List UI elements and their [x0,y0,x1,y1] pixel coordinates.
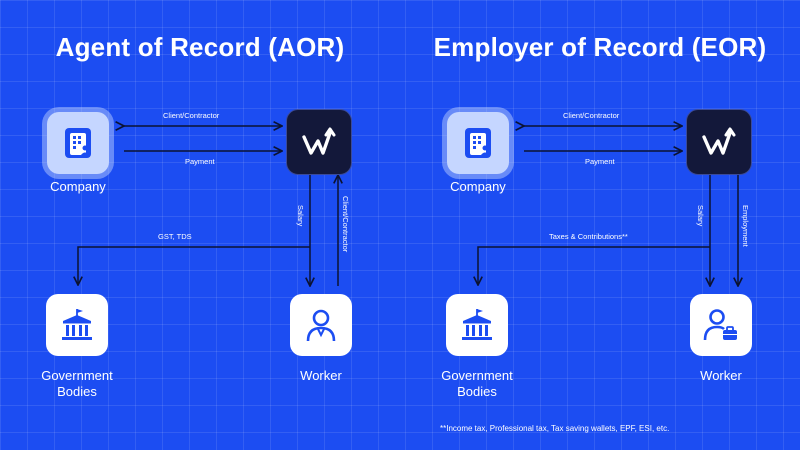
aor-worker-node [290,294,352,356]
brand-logo-icon [302,127,336,155]
government-building-icon [62,309,92,340]
eor-label-taxes: Taxes & Contributions** [549,232,628,241]
eor-panel: Employer of Record (EOR) [400,0,800,450]
eor-company-node [447,112,509,174]
eor-title: Employer of Record (EOR) [433,32,767,62]
aor-connectors [0,0,400,450]
aor-worker-label: Worker [300,368,342,383]
aor-panel: Agent of Record (AOR) [0,0,400,450]
aor-government-label: Government Bodies [41,368,113,399]
aor-label-salary: Salary [296,205,305,227]
aor-label-client-contractor-vertical: Client/Contractor [341,196,350,253]
aor-government-node [46,294,108,356]
eor-worker-node [690,294,752,356]
eor-company-label: Company [450,179,506,194]
eor-arrow-taxes [478,246,710,285]
eor-label-salary: Salary [696,205,705,227]
aor-company-node [47,112,109,174]
aor-title: Agent of Record (AOR) [55,32,345,62]
eor-connectors [400,0,800,450]
aor-label-client-contractor: Client/Contractor [163,111,220,120]
eor-worker-label: Worker [700,368,742,383]
brand-logo-icon [702,127,736,155]
government-building-icon [462,309,492,340]
building-icon [65,128,91,158]
aor-brand-node [286,109,352,175]
worker-icon [306,309,336,342]
eor-government-node [446,294,508,356]
aor-label-gst-tds: GST, TDS [158,232,192,241]
eor-footnote: **Income tax, Professional tax, Tax savi… [440,424,670,433]
aor-label-payment: Payment [185,157,215,166]
eor-government-label: Government Bodies [441,368,513,399]
eor-label-payment: Payment [585,157,615,166]
building-icon [465,128,491,158]
worker-briefcase-icon [703,309,737,341]
eor-brand-node [686,109,752,175]
aor-arrow-gst-tds [78,246,310,285]
aor-company-label: Company [50,179,106,194]
eor-label-client-contractor: Client/Contractor [563,111,620,120]
eor-label-employment: Employment [741,205,750,247]
